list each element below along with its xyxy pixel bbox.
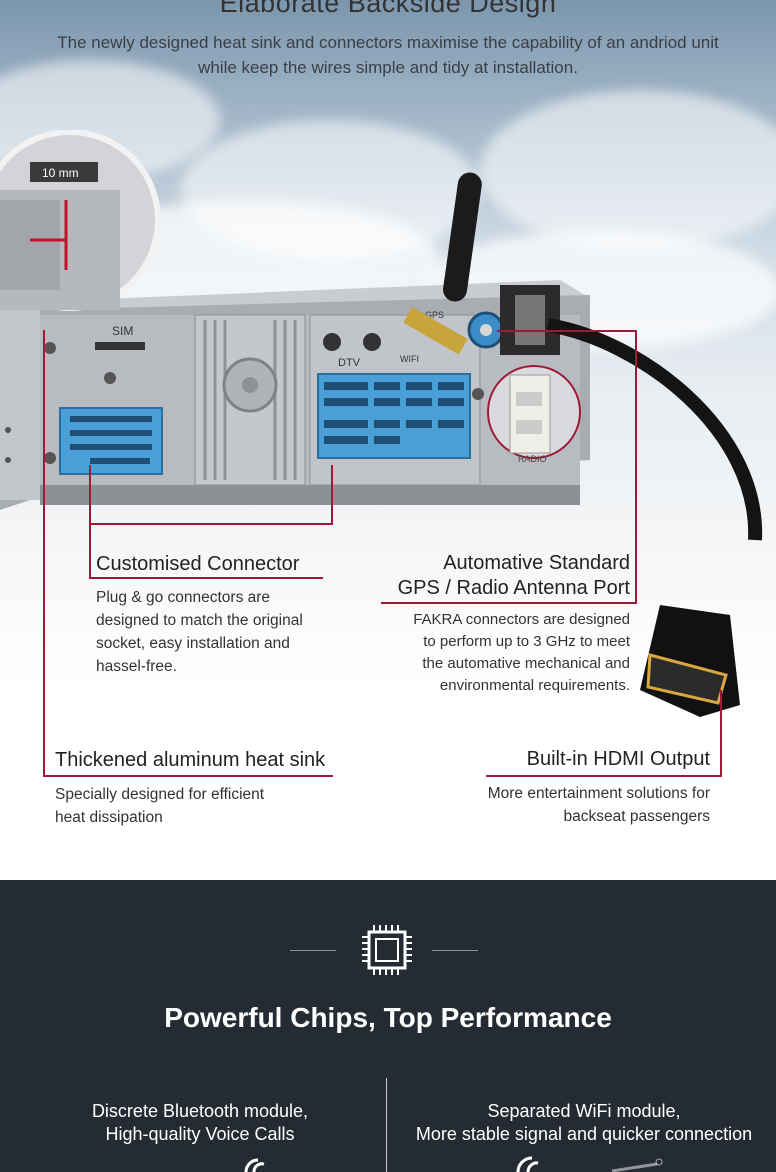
feature-title-heatsink: Thickened aluminum heat sink — [55, 749, 326, 771]
feature-desc-hdmi: More entertainment solutions for backsea… — [487, 785, 710, 825]
measurement-label: 10 mm — [42, 166, 79, 180]
wifi-line-2: More stable signal and quicker connectio… — [415, 1124, 753, 1144]
bluetooth-wave-icon — [244, 1158, 265, 1172]
feature-title-antenna-2: GPS / Radio Antenna Port — [397, 577, 630, 599]
feature-title-connector: Customised Connector — [96, 553, 300, 575]
page-title: Elaborate Backside Design — [219, 0, 557, 18]
wifi-module-text: Separated WiFi module, More stable signa… — [404, 1100, 764, 1146]
wifi-line-1: Separated WiFi module, — [487, 1101, 681, 1121]
column-divider — [386, 1078, 387, 1172]
divider-right — [432, 950, 478, 951]
feature-title-hdmi: Built-in HDMI Output — [526, 748, 710, 770]
feature-desc-heatsink: Specially designed for efficient heat di… — [55, 786, 265, 826]
wifi-label: WIFI — [400, 354, 419, 364]
hdmi-cable — [546, 318, 763, 541]
sim-label: SIM — [112, 324, 133, 338]
bluetooth-line-2: High-quality Voice Calls — [105, 1124, 295, 1144]
performance-title: Powerful Chips, Top Performance — [164, 1002, 612, 1033]
dtv-label: DTV — [338, 357, 361, 369]
wifi-wave-icon — [516, 1156, 663, 1172]
heat-sink — [194, 314, 306, 486]
feature-desc-connector: Plug & go connectors are designed to mat… — [96, 589, 303, 675]
gps-label: GPS — [425, 310, 444, 320]
magnifier-zoom-circle: 10 mm — [0, 130, 161, 311]
feature-title-antenna-1: Automative Standard — [443, 552, 630, 574]
backside-design-section: Elaborate Backside Design The newly desi… — [0, 0, 776, 880]
bluetooth-module-text: Discrete Bluetooth module, High-quality … — [30, 1100, 370, 1146]
radio-label: RADIO — [518, 454, 547, 464]
wifi-antenna — [403, 172, 482, 355]
head-unit-back-illustration: SIM DTV WIFI GPS — [0, 130, 763, 541]
performance-section: Powerful Chips, Top Performance Discrete… — [0, 880, 776, 1172]
divider-left — [290, 950, 336, 951]
hdmi-plug-illustration — [640, 605, 740, 717]
chip-icon — [362, 925, 412, 975]
page-subtitle: The newly designed heat sink and connect… — [57, 33, 719, 77]
bluetooth-line-1: Discrete Bluetooth module, — [91, 1101, 309, 1121]
feature-desc-antenna: FAKRA connectors are designed to perform… — [413, 611, 630, 694]
